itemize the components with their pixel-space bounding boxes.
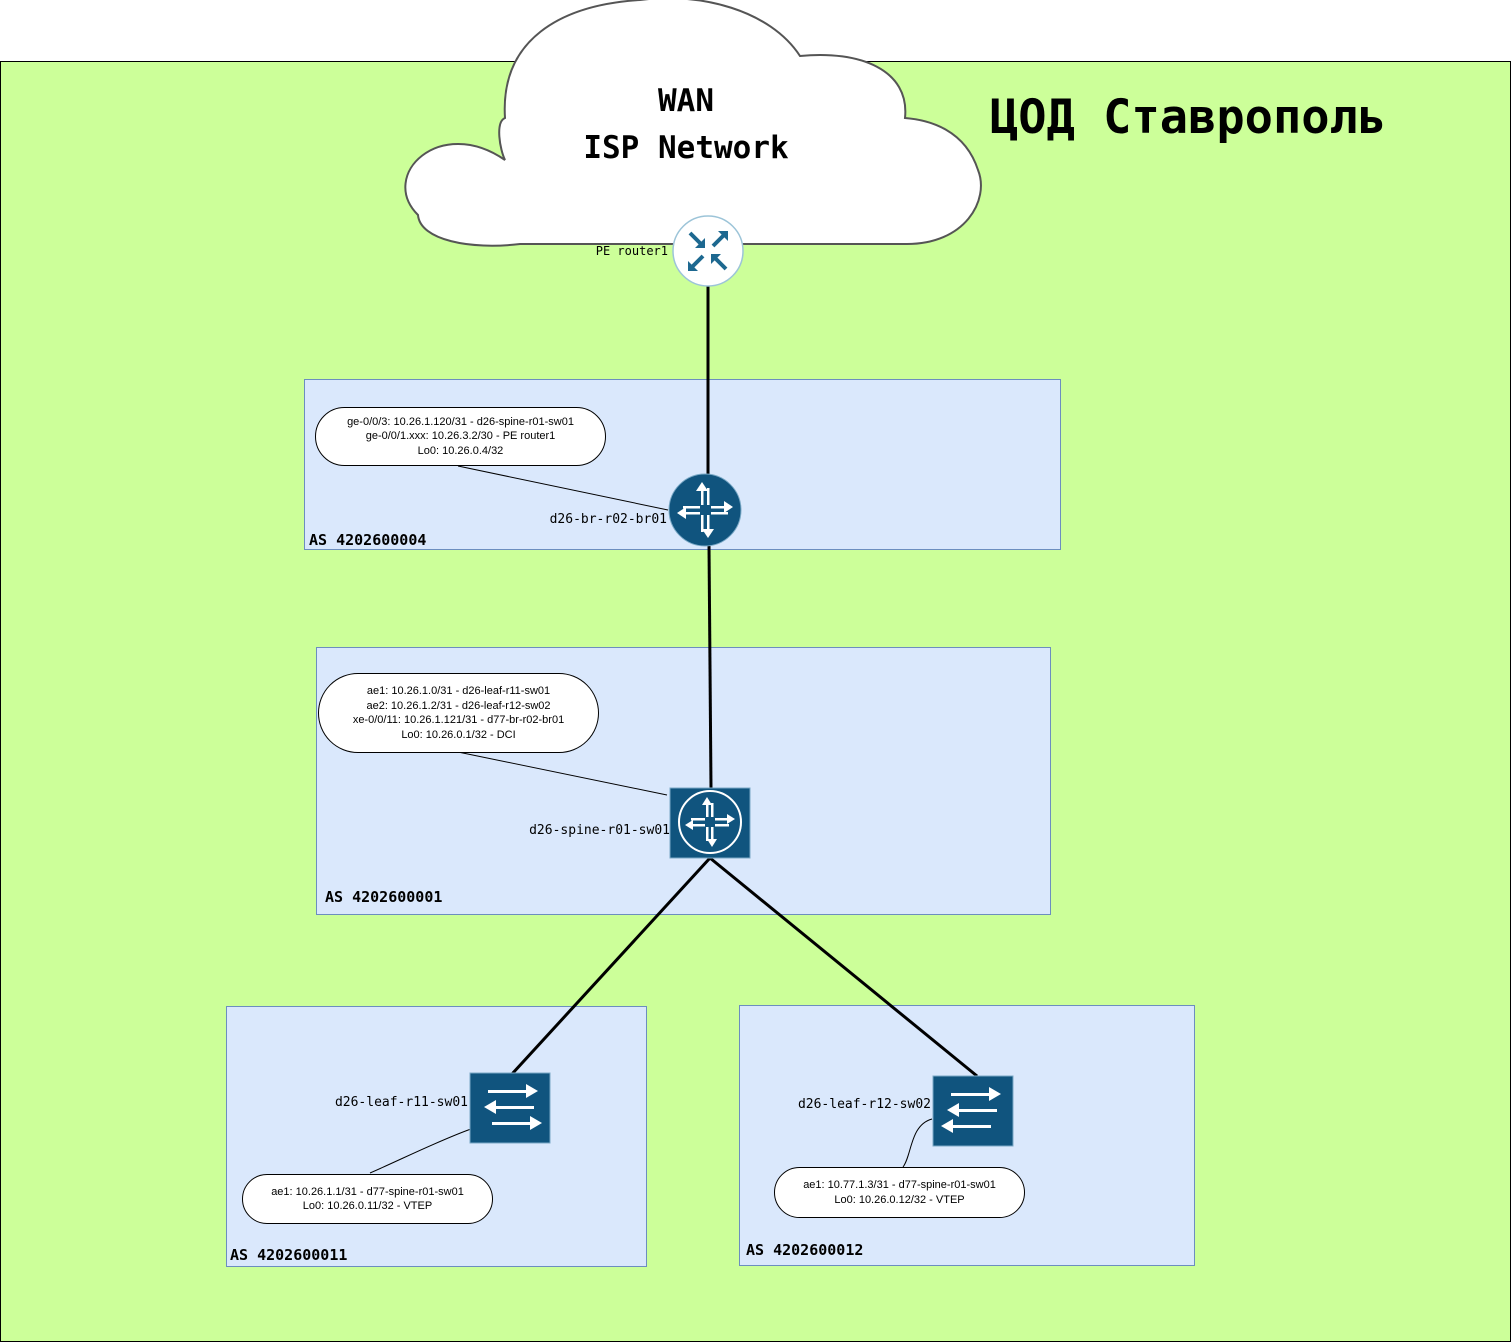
device-label-border-router: d26-br-r02-br01: [549, 512, 667, 527]
note-connector-spine: [457, 751, 668, 796]
note-line: ge-0/0/3: 10.26.1.120/31 - d26-spine-r01…: [347, 415, 574, 428]
note-leaf2: ae1: 10.77.1.3/31 - d77-spine-r01-sw01 L…: [774, 1167, 1025, 1218]
note-connector-leaf1: [369, 1128, 472, 1174]
switch-icon-leaf1: [469, 1072, 551, 1144]
note-leaf1: ae1: 10.26.1.1/31 - d77-spine-r01-sw01 L…: [242, 1174, 493, 1224]
link-spine-leaf1: [510, 856, 712, 1076]
note-connector-br: [457, 465, 669, 511]
as-label-leaf2: AS 4202600012: [746, 1241, 864, 1259]
note-connector-leaf2: [902, 1118, 933, 1168]
datacenter-title: ЦОД Ставрополь: [990, 90, 1387, 145]
as-label-spine: AS 4202600001: [325, 888, 443, 906]
device-label-leaf2: d26-leaf-r12-sw02: [797, 1097, 931, 1112]
as-label-leaf1: AS 4202600011: [230, 1246, 348, 1264]
note-line: xe-0/0/11: 10.26.1.121/31 - d77-br-r02-b…: [352, 714, 565, 726]
note-line: Lo0: 10.26.0.1/32 - DCI: [401, 728, 516, 741]
device-label-leaf1: d26-leaf-r11-sw01: [334, 1095, 468, 1110]
note-line: ae1: 10.26.1.0/31 - d26-leaf-r11-sw01: [366, 685, 551, 697]
device-label-spine: d26-spine-r01-sw01: [529, 823, 670, 838]
cloud-label-line1: WAN: [658, 83, 714, 119]
note-spine: ae1: 10.26.1.0/31 - d26-leaf-r11-sw01 ae…: [318, 673, 599, 753]
note-line: ge-0/0/1.xxx: 10.26.3.2/30 - PE router1: [365, 430, 556, 443]
note-line: Lo0: 10.26.0.11/32 - VTEP: [302, 1200, 433, 1212]
note-line: ae2: 10.26.1.2/31 - d26-leaf-r12-sw02: [366, 699, 551, 712]
note-line: ae1: 10.26.1.1/31 - d77-spine-r01-sw01: [271, 1185, 464, 1198]
as-label-border-router: AS 4202600004: [309, 531, 427, 549]
note-line: Lo0: 10.26.0.4/32: [417, 444, 504, 457]
note-line: Lo0: 10.26.0.12/32 - VTEP: [834, 1193, 965, 1206]
router-icon-border: [668, 473, 742, 547]
switch-icon-leaf2: [932, 1075, 1014, 1147]
pe-router-label: PE router1: [595, 244, 668, 258]
link-spine-leaf2: [709, 856, 978, 1078]
note-border-router: ge-0/0/3: 10.26.1.120/31 - d26-spine-r01…: [315, 407, 606, 466]
cloud-label: WAN ISP Network: [486, 78, 886, 172]
wan-cloud: [404, 0, 982, 247]
link-br-spine: [707, 544, 713, 789]
note-line: ae1: 10.77.1.3/31 - d77-spine-r01-sw01: [803, 1179, 996, 1191]
pe-router-icon: [672, 215, 744, 287]
cloud-label-line2: ISP Network: [583, 130, 789, 166]
switch-icon-spine: [669, 787, 751, 859]
